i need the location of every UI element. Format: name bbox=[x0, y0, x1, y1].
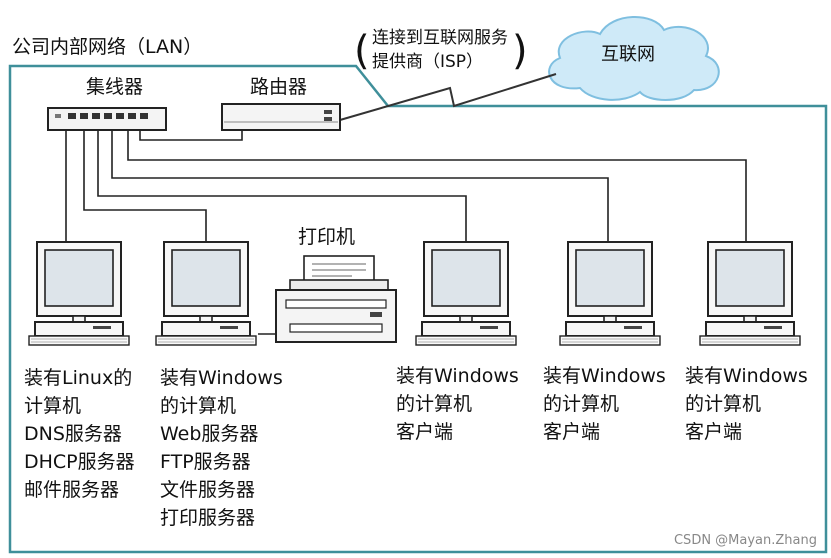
lan-cables bbox=[65, 130, 747, 335]
isp-paren-left: ( bbox=[354, 28, 370, 74]
hub-icon bbox=[47, 107, 167, 131]
router-icon bbox=[221, 103, 341, 131]
hub-label: 集线器 bbox=[86, 76, 144, 98]
watermark: CSDN @Mayan.Zhang bbox=[673, 533, 817, 548]
printer-label: 打印机 bbox=[298, 226, 356, 248]
description-line: FTP服务器 bbox=[160, 451, 251, 473]
lan-label: 公司内部网络（LAN） bbox=[12, 36, 203, 58]
computer-client-1-icon bbox=[415, 241, 517, 346]
description-line: 装有Windows bbox=[396, 365, 519, 387]
lan-boundary bbox=[8, 64, 828, 554]
description-line: 客户端 bbox=[685, 421, 743, 443]
computer-server-windows-icon bbox=[155, 241, 257, 346]
description-line: 邮件服务器 bbox=[24, 479, 120, 501]
cloud-icon bbox=[548, 16, 720, 101]
isp-paren-right: ) bbox=[512, 28, 528, 74]
computer-linux-icon bbox=[28, 241, 130, 346]
computer-client-2-icon bbox=[559, 241, 661, 346]
computer-client-3-icon bbox=[699, 241, 801, 346]
computer-server-description: 装有Windows 的计算机 Web服务器 FTP服务器 文件服务器 打印服务器 bbox=[160, 364, 283, 532]
description-line: 客户端 bbox=[543, 421, 601, 443]
description-line: 的计算机 bbox=[396, 393, 473, 415]
computer-client-3-description: 装有Windows 的计算机 客户端 bbox=[685, 362, 808, 446]
description-line: 装有Windows bbox=[685, 365, 808, 387]
description-line: 计算机 bbox=[24, 395, 82, 417]
computer-client-2-description: 装有Windows 的计算机 客户端 bbox=[543, 362, 666, 446]
description-line: 装有Windows bbox=[160, 367, 283, 389]
description-line: 的计算机 bbox=[543, 393, 620, 415]
isp-label-line-2: 提供商（ISP） bbox=[372, 52, 484, 72]
description-line: 的计算机 bbox=[685, 393, 762, 415]
router-label: 路由器 bbox=[250, 76, 308, 98]
description-line: Web服务器 bbox=[160, 423, 259, 445]
description-line: 的计算机 bbox=[160, 395, 237, 417]
description-line: 客户端 bbox=[396, 421, 454, 443]
computer-linux-description: 装有Linux的 计算机 DNS服务器 DHCP服务器 邮件服务器 bbox=[24, 364, 135, 504]
description-line: 装有Windows bbox=[543, 365, 666, 387]
description-line: DNS服务器 bbox=[24, 423, 122, 445]
printer-icon bbox=[275, 255, 397, 343]
description-line: 装有Linux的 bbox=[24, 367, 133, 389]
computer-client-1-description: 装有Windows 的计算机 客户端 bbox=[396, 362, 519, 446]
internet-label: 互联网 bbox=[601, 44, 655, 65]
internet-link bbox=[339, 73, 557, 121]
description-line: DHCP服务器 bbox=[24, 451, 135, 473]
description-line: 打印服务器 bbox=[160, 507, 256, 529]
isp-label-line-1: 连接到互联网服务 bbox=[372, 28, 508, 48]
description-line: 文件服务器 bbox=[160, 479, 256, 501]
